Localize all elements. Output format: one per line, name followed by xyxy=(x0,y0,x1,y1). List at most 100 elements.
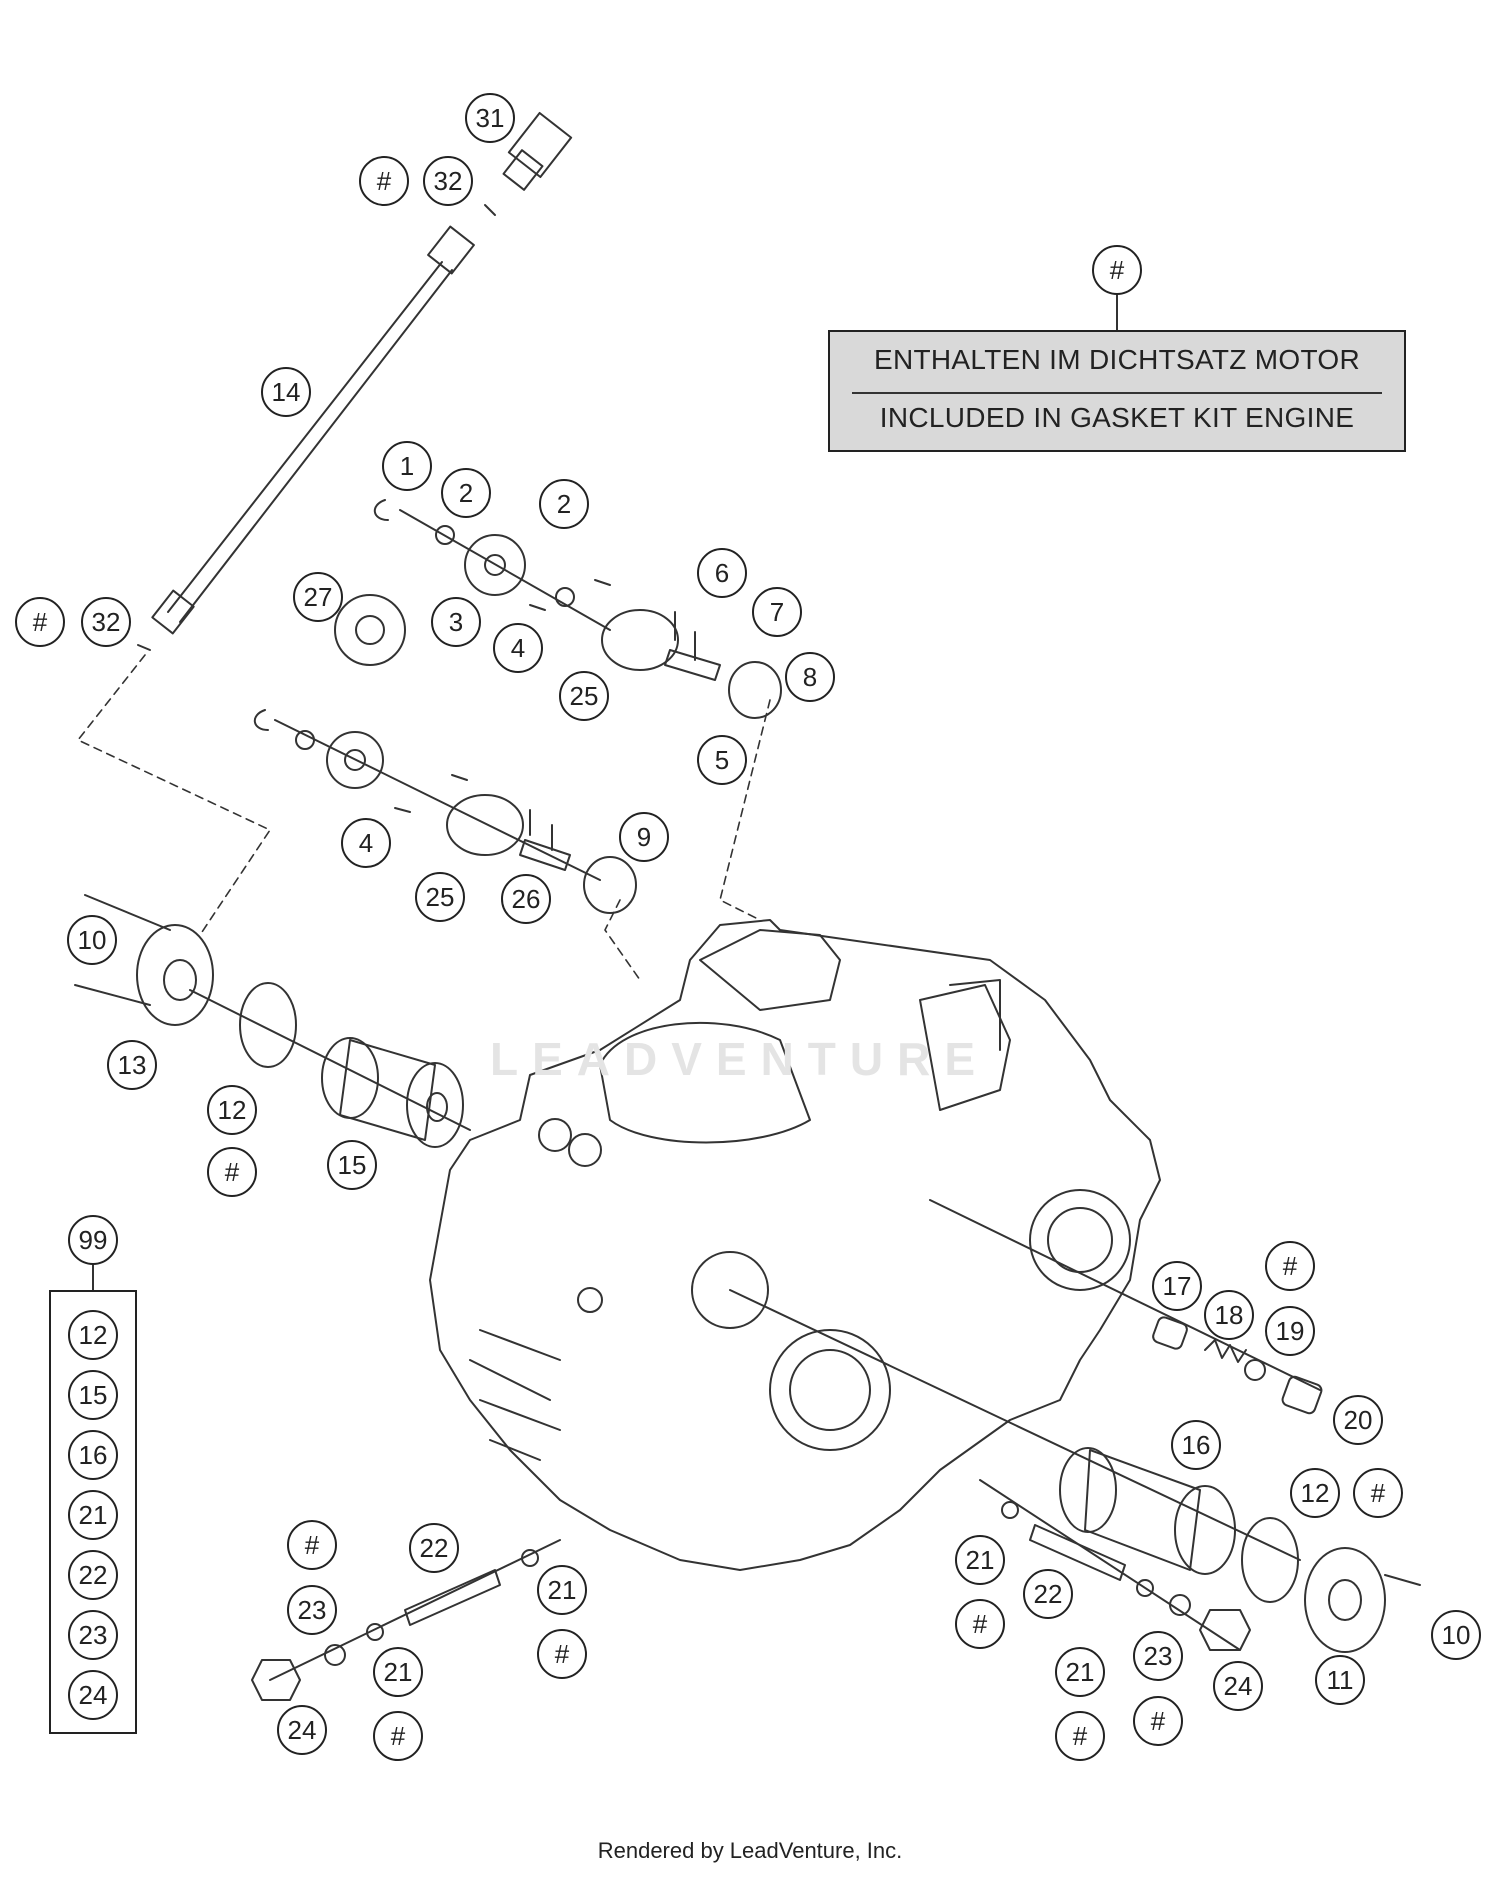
note-hash-callout: # xyxy=(1092,245,1142,295)
callout-label: 27 xyxy=(304,582,333,612)
callout-label: 19 xyxy=(1276,1316,1305,1346)
oring-12-right xyxy=(1241,1517,1299,1603)
rotor-8 xyxy=(728,661,782,719)
axis-right-filter xyxy=(729,1289,1301,1561)
axis-lower-left xyxy=(269,1539,561,1681)
callout-circle xyxy=(207,1085,257,1135)
part-callout: 25 xyxy=(415,872,465,922)
axis-lower-right xyxy=(979,1479,1241,1651)
part-callout: 4 xyxy=(493,623,543,673)
callout-label: 24 xyxy=(79,1680,108,1710)
callout-circle xyxy=(539,479,589,529)
callout-label: 13 xyxy=(118,1050,147,1080)
kit-item-callout: 15 xyxy=(68,1370,118,1420)
callout-label: 2 xyxy=(459,478,473,508)
callout-circle xyxy=(1055,1647,1105,1697)
callout-label: 12 xyxy=(218,1095,247,1125)
callout-circle xyxy=(431,597,481,647)
gear-27 xyxy=(334,594,406,666)
callout-circle xyxy=(341,818,391,868)
part-callout: 32 xyxy=(423,156,473,206)
oil-filter-16-back xyxy=(1059,1447,1117,1533)
callout-circle xyxy=(501,874,551,924)
part-callout: 22 xyxy=(1023,1569,1073,1619)
gear-3-hub xyxy=(484,554,506,576)
part-callout: 15 xyxy=(327,1140,377,1190)
callout-circle xyxy=(68,1370,118,1420)
callout-circle xyxy=(465,93,515,143)
part-callout: # xyxy=(1133,1696,1183,1746)
piston-17 xyxy=(1152,1316,1188,1350)
callout-circle xyxy=(68,1430,118,1480)
callout-label: 4 xyxy=(359,828,373,858)
callout-label: 4 xyxy=(511,633,525,663)
callout-circle xyxy=(382,441,432,491)
shaft-26 xyxy=(519,839,571,871)
kit-item-callout: 16 xyxy=(68,1430,118,1480)
crankcase-detail-2 xyxy=(919,984,1011,1111)
filter-cover-11 xyxy=(1304,1547,1386,1653)
callout-label: 6 xyxy=(715,558,729,588)
callout-circle xyxy=(1055,1711,1105,1761)
callout-label: 15 xyxy=(79,1380,108,1410)
oil-filter-15-end xyxy=(406,1062,464,1148)
washer-21-left xyxy=(366,1623,384,1641)
part-callout: 21 xyxy=(1055,1647,1105,1697)
kit-item-callout: 21 xyxy=(68,1490,118,1540)
pins-26 xyxy=(529,809,553,851)
cylinder-bore xyxy=(599,1021,811,1144)
callout-label: # xyxy=(377,166,392,196)
callout-circle xyxy=(1265,1241,1315,1291)
callout-circle xyxy=(697,735,747,785)
callout-circle xyxy=(441,468,491,518)
callout-label: # xyxy=(33,607,48,637)
kit-item-callout: 12 xyxy=(68,1310,118,1360)
callout-label: 16 xyxy=(79,1440,108,1470)
crankcase-ribs xyxy=(469,1329,561,1461)
washer-21-left-b xyxy=(521,1549,539,1567)
shaft-5 xyxy=(664,649,721,681)
axis-right-upper xyxy=(929,1199,1321,1391)
part-callout: 21 xyxy=(955,1535,1005,1585)
bore-small-3 xyxy=(577,1287,603,1313)
callout-label: 3 xyxy=(449,607,463,637)
part-callout: # xyxy=(955,1599,1005,1649)
kit-item-callout: 22 xyxy=(68,1550,118,1600)
kit-number-callout: 99 xyxy=(68,1215,118,1265)
callout-circle xyxy=(1171,1420,1221,1470)
part-callout: 12 xyxy=(207,1085,257,1135)
callout-circle xyxy=(1290,1468,1340,1518)
note-text-german: ENTHALTEN IM DICHTSATZ MOTOR xyxy=(874,344,1360,375)
oring-12-left xyxy=(239,982,297,1068)
callout-label: 1 xyxy=(400,451,414,481)
bolts-10-left xyxy=(74,894,171,1006)
bore-small-1 xyxy=(538,1118,572,1152)
bolt-10-right xyxy=(1384,1574,1421,1586)
callout-label: 22 xyxy=(1034,1579,1063,1609)
oil-filter-bore xyxy=(691,1251,769,1329)
callout-circle xyxy=(68,1310,118,1360)
axis-left-filter xyxy=(189,989,471,1131)
part-callout: 10 xyxy=(1431,1610,1481,1660)
callout-label: 26 xyxy=(512,884,541,914)
gear-27-hub xyxy=(355,615,385,645)
callout-label: 22 xyxy=(79,1560,108,1590)
part-callout: 8 xyxy=(785,652,835,702)
oil-filter-16-body xyxy=(1084,1449,1201,1571)
callout-circle xyxy=(68,1670,118,1720)
kit-item-callout: 23 xyxy=(68,1610,118,1660)
callout-label: 32 xyxy=(434,166,463,196)
callout-label: 99 xyxy=(79,1225,108,1255)
leader-pump9-to-case xyxy=(604,899,641,981)
part-callout: 1 xyxy=(382,441,432,491)
callout-label: 12 xyxy=(1301,1478,1330,1508)
callout-label: # xyxy=(391,1721,406,1751)
callout-label: 23 xyxy=(1144,1641,1173,1671)
gasket-kit-note: ENTHALTEN IM DICHTSATZ MOTOR INCLUDED IN… xyxy=(828,330,1406,452)
callout-label: 16 xyxy=(1182,1430,1211,1460)
callout-label: 21 xyxy=(384,1657,413,1687)
callout-label: # xyxy=(305,1530,320,1560)
part-callout: # xyxy=(1055,1711,1105,1761)
